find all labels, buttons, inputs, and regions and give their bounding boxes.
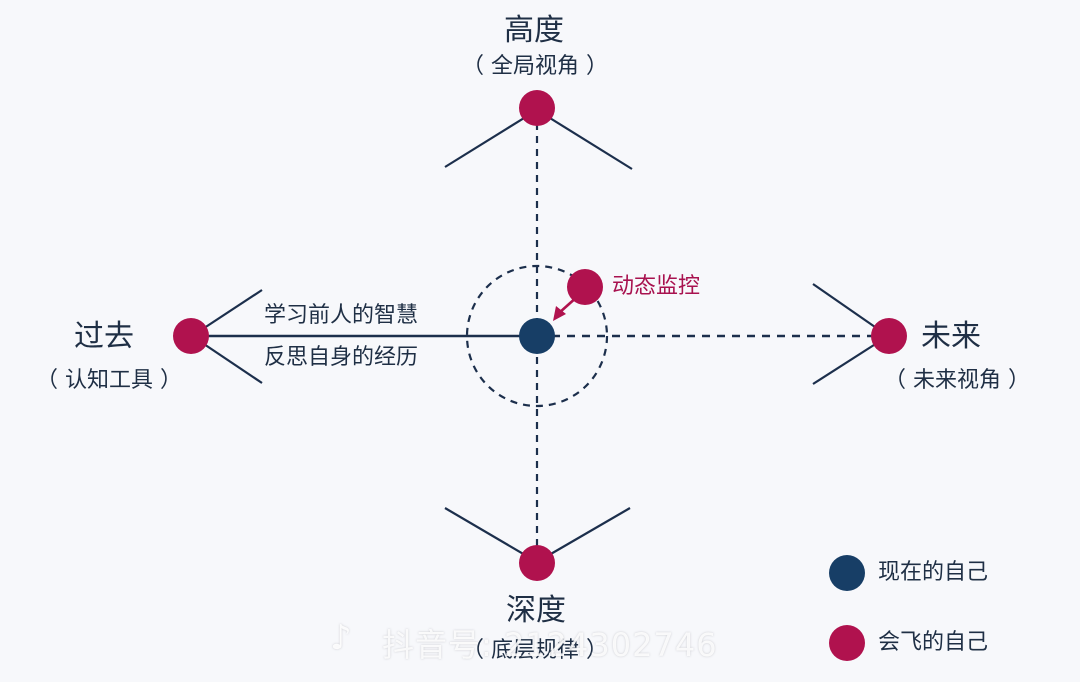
legend-label-present: 现在的自己 — [878, 560, 989, 585]
center-label-reflect: 反思自身的经历 — [264, 345, 419, 370]
monitor-label: 动态监控 — [612, 274, 701, 299]
monitor-orbit — [465, 264, 609, 408]
center-label-learn: 学习前人的智慧 — [264, 303, 419, 328]
bottom-subtitle: （ 底层规律 ） — [462, 638, 608, 663]
legend-label-flying: 会飞的自己 — [878, 630, 989, 655]
top-wing-left — [444, 109, 538, 168]
legend-dot-flying — [829, 625, 865, 661]
node-monitor — [567, 269, 603, 305]
bottom-wing-right — [536, 507, 631, 563]
node-bottom — [519, 545, 555, 581]
bottom-wing-left — [444, 507, 538, 563]
right-title: 未来 — [921, 319, 981, 354]
monitor-arrow-head — [553, 306, 566, 321]
node-right — [871, 318, 907, 354]
top-subtitle: （ 全局视角 ） — [462, 54, 608, 79]
node-left — [173, 318, 209, 354]
node-top — [519, 90, 555, 126]
left-subtitle: （ 认知工具 ） — [36, 368, 182, 393]
left-title: 过去 — [74, 319, 134, 354]
bottom-title: 深度 — [506, 593, 566, 628]
node-center — [519, 318, 555, 354]
watermark-text: 抖音号: 2124302746 — [382, 626, 718, 664]
top-title: 高度 — [504, 13, 564, 48]
watermark-music-icon: ♪ — [330, 618, 352, 658]
top-wing-right — [536, 109, 633, 170]
legend-dot-present — [829, 555, 865, 591]
right-subtitle: （ 未来视角 ） — [884, 368, 1030, 393]
